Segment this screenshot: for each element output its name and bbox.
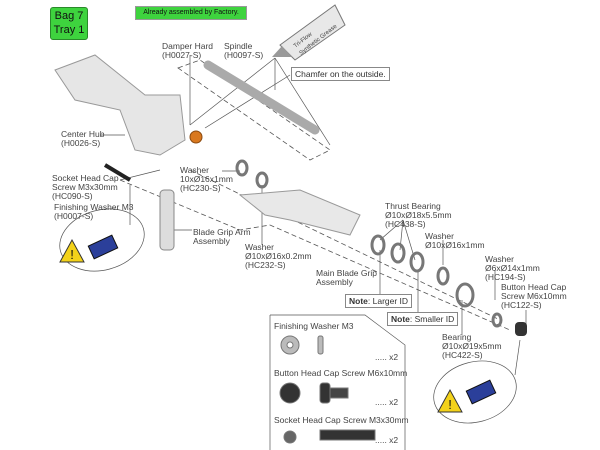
svg-text:!: ! (448, 397, 452, 412)
note-larger-id: Note: Larger ID (345, 294, 413, 308)
bag-tray-badge: Bag 7 Tray 1 (50, 7, 88, 40)
center-hub-part (54, 54, 186, 156)
parts-item-qty: ..... x2 (375, 352, 399, 362)
factory-assembled-banner: Already assembled by Factory. (135, 6, 247, 20)
socket-screw-part (103, 163, 132, 182)
parts-item-name: Finishing Washer M3 (274, 321, 354, 331)
warning-icon: ! (437, 388, 463, 413)
blade-grip-part (238, 189, 361, 236)
warning-icon: ! (59, 238, 85, 263)
damper-label: Damper Hard(H0027-S) (162, 41, 214, 60)
spindle-part (203, 60, 320, 135)
svg-text:!: ! (70, 247, 74, 262)
parts-item-name: Socket Head Cap Screw M3x30mm (274, 415, 409, 425)
spindle-label: Spindle(H0097-S) (224, 41, 264, 60)
bag-label: Bag 7 (54, 10, 84, 22)
grease-tube-icon (272, 4, 346, 61)
note-smaller-id: Note: Smaller ID (387, 312, 459, 326)
blade-grip-arm-part (159, 189, 175, 251)
parts-icons (279, 335, 376, 444)
parts-item-name: Button Head Cap Screw M6x10mm (274, 368, 408, 378)
chamfer-note: Chamfer on the outside. (291, 67, 390, 81)
parts-item-qty: ..... x2 (375, 435, 399, 445)
tray-label: Tray 1 (53, 24, 85, 36)
parts-item-qty: ..... x2 (375, 397, 399, 407)
threadlock-bottle-icon (87, 234, 119, 260)
finishing-washer-label: Finishing Washer M3(H0007-S) (54, 202, 134, 221)
threadlock-bottle-icon (465, 379, 497, 405)
damper-part (189, 130, 203, 144)
button-head-screw-part (515, 322, 527, 336)
center-hub-label: Center Hub(H0026-S) (61, 129, 105, 148)
